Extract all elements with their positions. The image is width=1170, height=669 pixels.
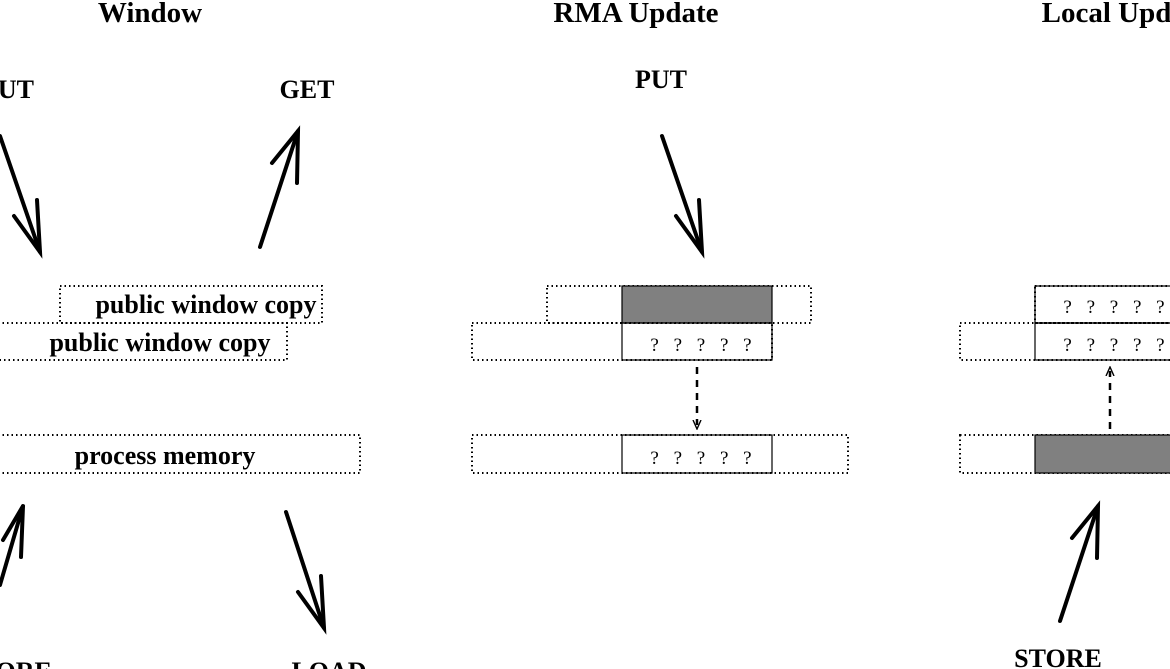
rma-updated-region <box>621 285 773 324</box>
store-label: STORE <box>0 657 52 669</box>
rma-unknown-values-memory: ? ? ? ? ? <box>650 448 751 469</box>
rma-unknown-values-copy: ? ? ? ? ? <box>650 335 751 356</box>
store-arrow <box>0 504 25 587</box>
put-arrow <box>0 134 43 259</box>
rma-put-label: PUT <box>635 65 687 94</box>
local-store-label: STORE <box>1014 644 1102 669</box>
rma-unknown-region-memory <box>621 434 773 474</box>
load-arrow <box>284 510 327 635</box>
public-window-copy-box-bottom <box>0 322 288 361</box>
rma-unknown-region-copy <box>621 322 773 361</box>
local-unknown-region-bottom <box>1034 322 1170 361</box>
local-store-arrow <box>1058 500 1101 623</box>
panel-title-window: Window <box>98 0 202 29</box>
process-memory-box <box>0 434 361 474</box>
panel-window: Window PUT GET public window copy public… <box>0 0 367 669</box>
panel-title-rma-update: RMA Update <box>553 0 718 29</box>
get-label: GET <box>280 75 335 104</box>
public-window-copy-label-bottom: public window copy <box>49 328 270 357</box>
public-window-copy-label-top: public window copy <box>95 290 316 319</box>
public-window-copy-box-top <box>59 285 323 324</box>
load-label: LOAD <box>291 657 366 669</box>
process-memory-label: process memory <box>75 441 256 470</box>
rma-put-arrow <box>660 134 705 259</box>
panel-title-local-update: Local Update <box>1042 0 1170 29</box>
local-unknown-values-top: ? ? ? ? ? <box>1063 297 1164 318</box>
panel-rma-update: RMA Update PUT ? ? ? ? ? ? ? ? ? ? <box>471 0 849 474</box>
panel-local-update: Local Update ? ? ? ? ? ? ? ? ? ? STORE <box>959 0 1170 669</box>
get-arrow <box>258 125 301 249</box>
put-label: PUT <box>0 75 34 104</box>
local-unknown-values-bottom: ? ? ? ? ? <box>1063 335 1164 356</box>
local-updated-region <box>1034 434 1170 474</box>
